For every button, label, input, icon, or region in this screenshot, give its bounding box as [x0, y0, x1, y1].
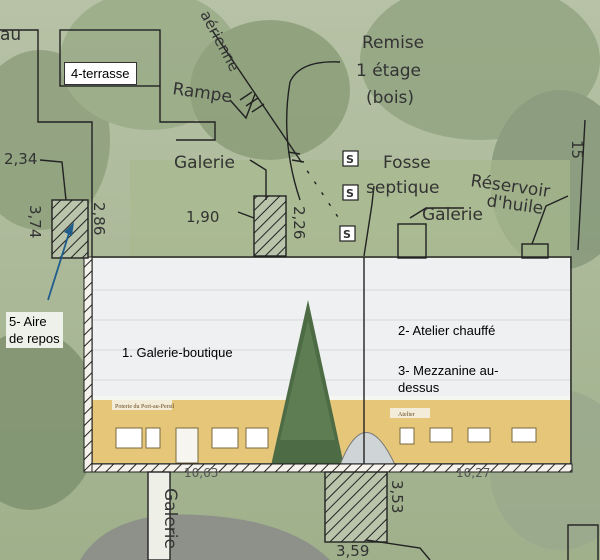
dim-3-74: 3,74 [26, 205, 44, 238]
west-gallery-walkway [147, 471, 171, 560]
dim-3-59: 3,59 [336, 542, 369, 560]
dim-2-34: 2,34 [4, 150, 37, 168]
septic-markers [339, 150, 359, 242]
septic-s-1: S [346, 153, 354, 166]
greenhouse [339, 432, 396, 466]
leader-lines [39, 61, 586, 560]
north-gallery-deck [253, 195, 287, 257]
room-label-mezzanine: 3- Mezzanine au- dessus [398, 363, 499, 395]
dim-3-53: 3,53 [388, 480, 406, 513]
ramp-outline [159, 86, 216, 141]
room-label-atelier: 2- Atelier chauffé [398, 323, 496, 338]
lawn [130, 160, 570, 260]
dim-10-63: 10,63 [184, 466, 218, 480]
dim-2-86: 2,86 [90, 202, 108, 235]
dim-2-26: 2,26 [290, 206, 308, 239]
room-label-galerie-boutique: 1. Galerie-boutique [122, 345, 233, 360]
windows [115, 427, 537, 449]
building-roof [92, 258, 570, 398]
label-remise-etage: 1 étage [356, 61, 421, 81]
shop-sign [112, 400, 172, 410]
label-galerie-south: Galerie [160, 488, 180, 549]
label-fosse: Fosse [383, 153, 431, 173]
label-galerie-east: Galerie [422, 205, 483, 225]
dim-10-27: 10,27 [456, 466, 490, 480]
south-gallery-deck [324, 471, 388, 543]
label-remise: Remise [362, 33, 424, 53]
front-spruce-tree [270, 300, 345, 470]
rest-area-arrow [47, 222, 74, 301]
septic-s-3: S [343, 228, 351, 241]
label-septique: septique [366, 178, 440, 198]
west-wall [83, 256, 93, 473]
septic-s-2: S [346, 187, 354, 200]
label-galerie-north: Galerie [174, 153, 235, 173]
shop-sign-text: Poterie du Port-au-Persil [115, 404, 175, 410]
shop-door [175, 427, 199, 464]
atelier-sign-text: Atelier [398, 412, 415, 418]
label-remise-bois: (bois) [366, 88, 414, 108]
dim-15: 15 [568, 140, 586, 159]
driveway [80, 514, 330, 560]
oil-tank-outline [521, 243, 549, 259]
east-gallery-outline [397, 223, 427, 259]
south-wall [83, 463, 573, 473]
aerial-line [211, 29, 341, 221]
label-au: au [0, 25, 21, 45]
room-label-terrasse: 4-terrasse [64, 62, 137, 85]
dim-1-90: 1,90 [186, 208, 219, 226]
room-label-aire-repos: 5- Aire de repos [6, 312, 63, 348]
terrace-outline [0, 29, 93, 257]
